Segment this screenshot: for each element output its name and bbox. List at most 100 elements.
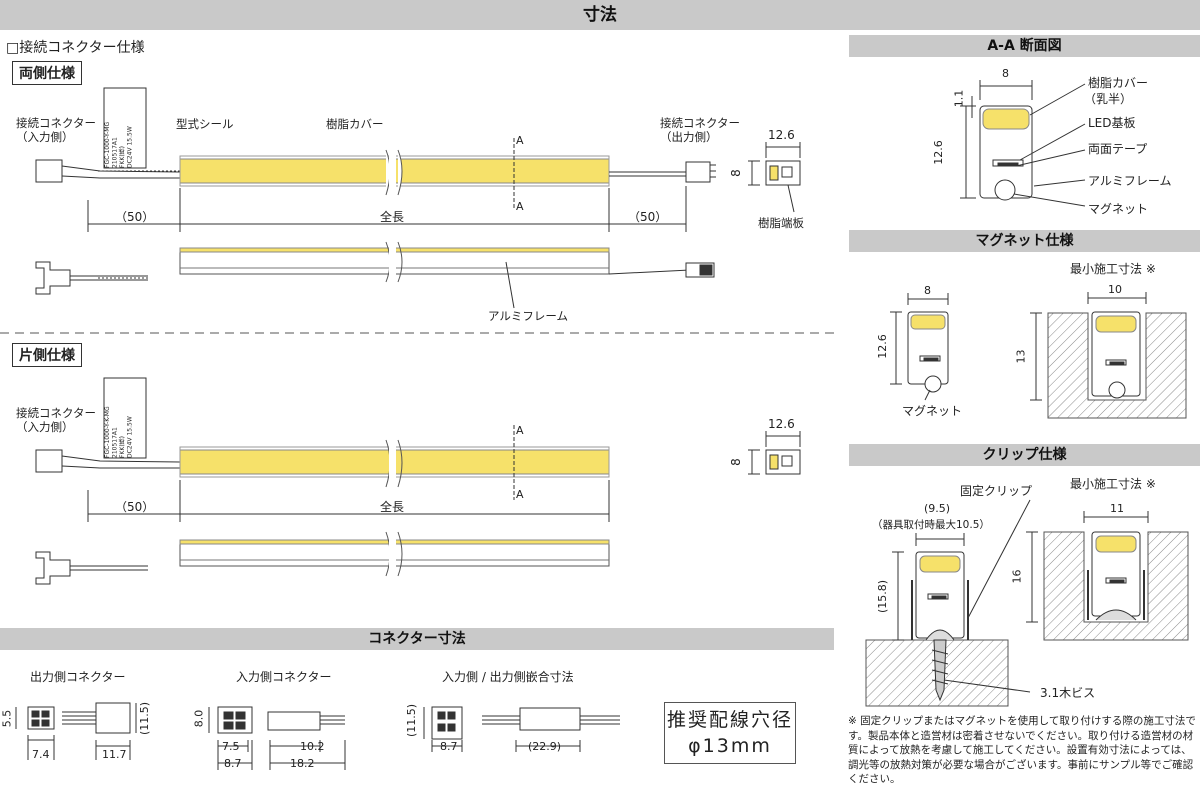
seal-line: 210517A1 — [111, 427, 119, 458]
magnet-min-size: 最小施工寸法 ※ — [1070, 262, 1156, 276]
label-line: （入力側） — [16, 420, 74, 434]
double-spec-tag: 両側仕様 — [12, 61, 82, 85]
section-mark-bottom-single: A — [516, 488, 524, 501]
aa-label-magnet: マグネット — [1088, 202, 1149, 216]
screw — [933, 639, 947, 702]
magnet-dim-gw: 10 — [1108, 283, 1122, 296]
magnet-groove-wall — [1047, 312, 1187, 419]
aa-label-cover: 樹脂カバー — [1088, 76, 1149, 90]
conn-in-label-double: 接続コネクター （入力側） — [16, 116, 96, 144]
conn-in-label-single: 接続コネクター （入力側） — [16, 406, 96, 434]
label-line: 接続コネクター — [16, 116, 97, 130]
seal-line: FGC-1000-Y-MG — [104, 121, 111, 168]
magnet-dim-w: 8 — [924, 284, 931, 297]
connector-heading: コネクター寸法 — [368, 631, 466, 647]
installation-note: ※ 固定クリップまたはマグネットを使用して取り付けする際の施工寸法です。製品本体… — [848, 715, 1196, 785]
input-connector-body — [35, 159, 63, 183]
seal-line: FKK(株) — [119, 145, 126, 168]
in-dim-w2: 8.7 — [224, 757, 242, 770]
aa-heading: A-A 断面図 — [987, 38, 1062, 54]
dim-end-h-single: 8 — [728, 458, 743, 466]
in-dim-len2: 18.2 — [290, 757, 315, 770]
side-input-connector-double — [35, 261, 71, 295]
clip-dim-h: (15.8) — [876, 579, 890, 614]
screw-label: 3.1木ビス — [1040, 686, 1096, 700]
input-connector-front — [217, 706, 253, 734]
aa-label-tape: 両面テープ — [1088, 142, 1148, 156]
recommend-line-2: φ13mm — [688, 735, 772, 757]
section-mark-top-single: A — [516, 424, 524, 437]
out-connector-label: 出力側コネクター — [30, 670, 126, 684]
mated-connector-side — [519, 707, 581, 731]
frame-label: アルミフレーム — [488, 309, 569, 323]
aa-magnet — [994, 179, 1016, 201]
mate-label: 入力側 / 出力側嵌合寸法 — [442, 670, 574, 684]
clip-heading-bar: クリップ仕様 — [849, 444, 1200, 466]
dim-left-single: （50） — [115, 500, 155, 514]
clip-dim-gh: 16 — [1010, 569, 1024, 584]
dim-left-double: （50） — [115, 210, 155, 224]
output-connector-body — [685, 161, 711, 183]
seal-line: FKK(株) — [119, 435, 126, 458]
endplate-label: 樹脂端板 — [758, 216, 804, 230]
clip-dim-wnote: （器具取付時最大10.5） — [872, 519, 990, 531]
dim-total-single: 全長 — [380, 500, 405, 514]
aa-dim-w: 8 — [1002, 67, 1009, 80]
connector-heading-bar: コネクター寸法 — [0, 628, 834, 650]
recommended-hole-box: 推奨配線穴径 φ13mm — [664, 702, 796, 764]
clip-dim-gw: 11 — [1110, 502, 1124, 515]
label-line: 接続コネクター — [660, 116, 741, 130]
label-line: 接続コネクター — [16, 406, 97, 420]
mated-connector-front — [431, 706, 463, 740]
dim-end-w-double: 12.6 — [768, 128, 795, 142]
out-dim-side: (11.5) — [138, 701, 152, 736]
magnet-dim-h: 12.6 — [875, 334, 889, 359]
magnet-heading: マグネット仕様 — [975, 233, 1074, 249]
clip-label: 固定クリップ — [960, 484, 1033, 498]
dim-right-double: （50） — [628, 210, 668, 224]
in-connector-label: 入力側コネクター — [236, 670, 332, 684]
single-spec-tag: 片側仕様 — [12, 343, 82, 367]
aa-dim-h: 12.6 — [931, 140, 945, 165]
dim-end-h-double: 8 — [728, 169, 743, 177]
magnet-heading-bar: マグネット仕様 — [849, 230, 1200, 252]
clip-heading: クリップ仕様 — [982, 447, 1067, 463]
aa-label-cover-sub: （乳半） — [1084, 92, 1133, 106]
magnet-dim-gh: 13 — [1014, 349, 1028, 364]
output-connector-side — [95, 702, 131, 734]
seal-label-text: 型式シール — [176, 117, 234, 131]
page-title: 寸法 — [583, 5, 617, 25]
aa-label-led: LED基板 — [1088, 116, 1136, 130]
clip-groove-wall — [1043, 531, 1189, 641]
out-dim-w: 7.4 — [32, 748, 50, 761]
in-dim-w1: 7.5 — [222, 740, 240, 753]
seal-line: 210517A1 — [111, 137, 119, 168]
out-dim-h: 5.5 — [0, 709, 14, 728]
seal-label — [103, 87, 147, 169]
clip-dim-w: (9.5) — [924, 502, 951, 515]
section-mark-bottom: A — [516, 200, 524, 213]
connector-spec-heading: □接続コネクター仕様 — [6, 40, 145, 56]
mate-dim-w: 8.7 — [440, 740, 458, 753]
cover-label-text: 樹脂カバー — [326, 117, 384, 131]
seal-text-double: FGC-1000-Y-MG 210517A1 FKK(株) DC24V 15.5… — [104, 88, 146, 168]
label-line: （出力側） — [660, 130, 718, 144]
seal-line: DC24V 15.5W — [126, 126, 134, 168]
dim-end-w-single: 12.6 — [768, 417, 795, 431]
in-dim-h: 8.0 — [192, 709, 206, 728]
mate-dim-h: (11.5) — [405, 703, 419, 738]
seal-line: FGC-1000-Y-K-MG — [104, 406, 111, 458]
clip-min-size: 最小施工寸法 ※ — [1070, 477, 1156, 491]
aa-heading-bar: A-A 断面図 — [849, 35, 1200, 57]
magnet-label: マグネット — [902, 404, 963, 418]
mate-dim-len: (22.9) — [528, 740, 562, 753]
title-bar: 寸法 — [0, 0, 1200, 30]
input-connector-side — [267, 711, 321, 731]
seal-label-single — [103, 377, 147, 459]
conn-out-label: 接続コネクター （出力側） — [660, 116, 740, 144]
section-mark-top: A — [516, 134, 524, 147]
input-connector-body-single — [35, 449, 63, 473]
aa-dim-t: 1.1 — [952, 89, 966, 108]
